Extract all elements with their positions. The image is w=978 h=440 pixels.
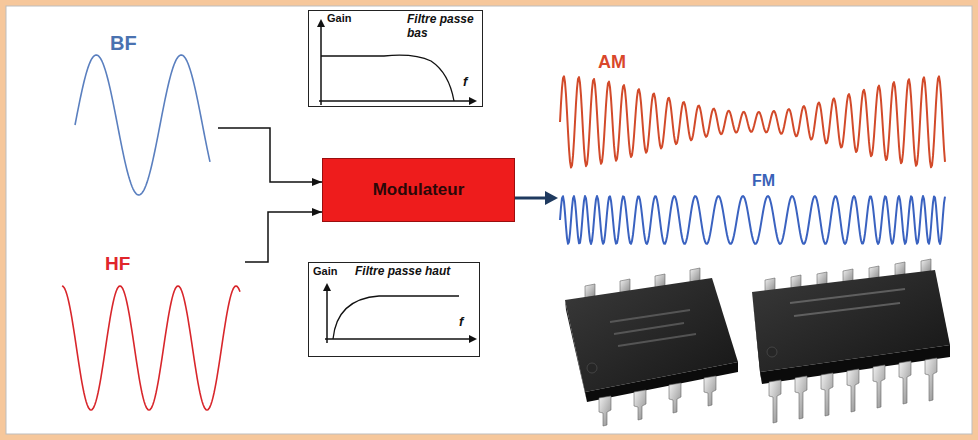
axis-label: f <box>463 75 467 90</box>
filter-box: Gain Filtre passe haut f <box>308 262 480 357</box>
filter-title: Filtre passe haut <box>355 265 450 279</box>
signal-label: FM <box>752 172 775 190</box>
fm-signal: FM <box>555 170 950 250</box>
wave-curve <box>560 76 945 167</box>
frame-panel <box>6 6 972 434</box>
response-curve <box>321 55 454 101</box>
wave-curve <box>560 196 945 244</box>
axis-label: f <box>459 315 463 330</box>
filter-title: Filtre passe bas <box>407 13 479 41</box>
modulator-box: Modulateur <box>322 158 515 222</box>
hf-signal: HF <box>55 250 245 422</box>
axis-label: Gain <box>327 12 351 25</box>
response-curve <box>333 296 459 339</box>
signal-label: BF <box>110 32 137 55</box>
wave-curve <box>62 286 240 410</box>
signal-label: HF <box>105 253 130 275</box>
modulator-label: Modulateur <box>373 180 465 200</box>
bf-signal: BF <box>60 30 218 205</box>
ic-chip <box>752 259 950 423</box>
signal-label: AM <box>598 52 626 73</box>
filter-box: Gain Filtre passe bas f <box>308 10 483 107</box>
ic-chip <box>565 268 738 426</box>
signal-wave <box>55 250 245 422</box>
wave-curve <box>75 55 210 195</box>
signal-connector <box>245 212 322 262</box>
signal-wave <box>60 30 218 205</box>
signal-connector <box>218 128 322 182</box>
am-signal: AM <box>555 48 950 170</box>
output-arrow <box>515 191 558 205</box>
axis-label: Gain <box>313 265 337 278</box>
